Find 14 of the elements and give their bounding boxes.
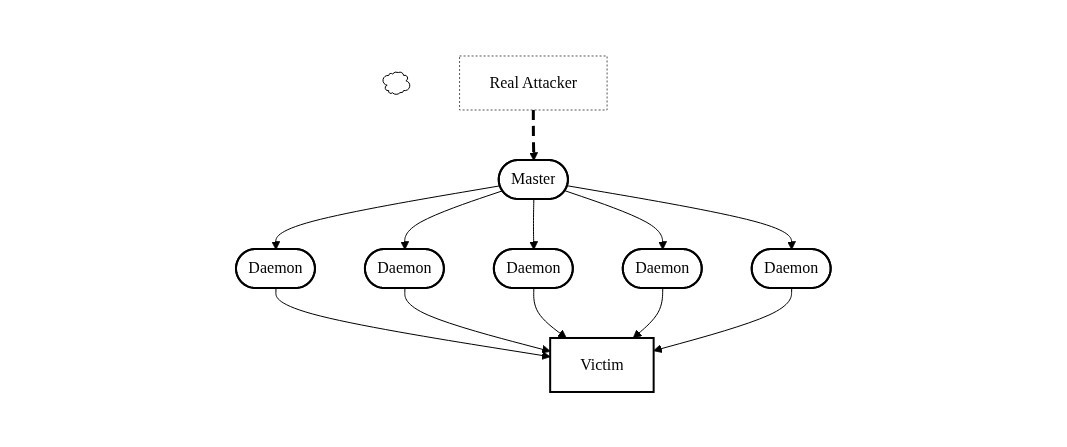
arrow: [633, 287, 664, 338]
arrow: [400, 189, 504, 250]
arrow: [275, 287, 551, 360]
arrow: [533, 287, 567, 338]
node-cloud: [382, 71, 411, 95]
arrow: [271, 184, 501, 250]
node-box: Real Attacker: [459, 55, 608, 110]
arrow: [653, 287, 793, 353]
arrow: [404, 287, 551, 354]
arrow: [529, 109, 539, 161]
arrow: [567, 184, 797, 250]
arrow: [564, 189, 668, 250]
node-box: Victim: [549, 336, 655, 393]
arrow: [529, 198, 539, 250]
